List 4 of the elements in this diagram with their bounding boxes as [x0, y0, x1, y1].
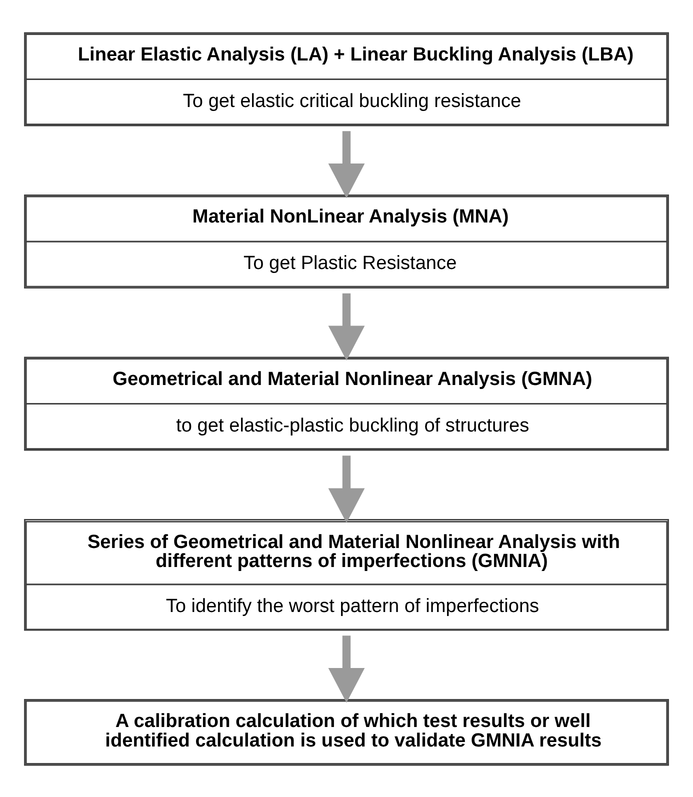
arrow	[328, 635, 365, 702]
arrow	[328, 130, 365, 198]
arrow	[328, 455, 365, 522]
arrow	[328, 292, 365, 360]
